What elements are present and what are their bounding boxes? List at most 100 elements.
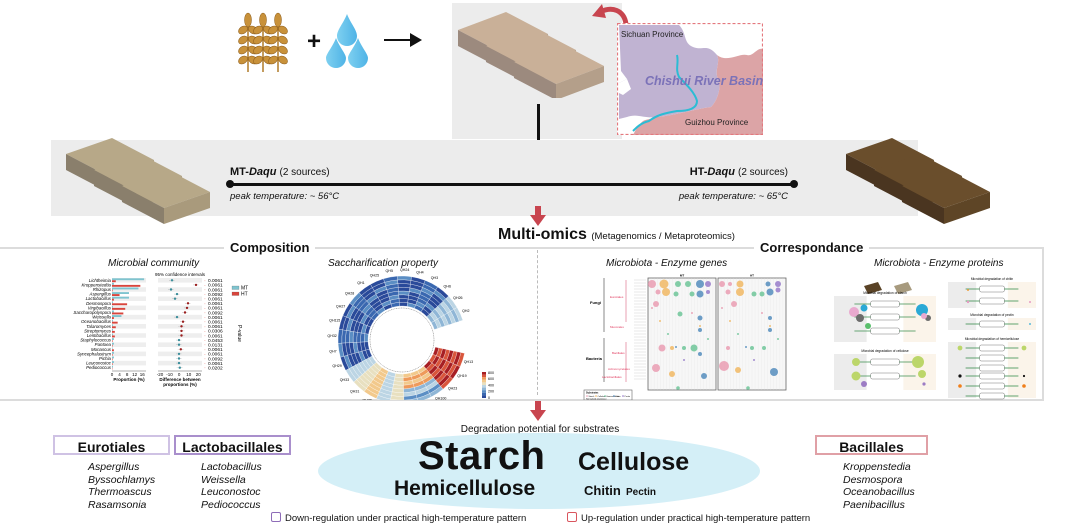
bar-ht [112, 289, 113, 292]
map-label-sichuan: Sichuan Province [621, 30, 684, 39]
sig-mark: ** [204, 299, 206, 301]
sample-label: QH115 [329, 319, 340, 323]
colorbar-tick: 600 [488, 377, 494, 381]
enzyme-box [870, 327, 900, 335]
ht-region [1007, 318, 1036, 330]
bar-mt [112, 282, 114, 285]
sample-label: QH19 [457, 374, 466, 378]
genus-list-bacillales: Kroppenstedia Desmospora Oceanobacillus … [843, 461, 915, 511]
taxon-node [918, 370, 926, 378]
tick-left: 16 [140, 372, 146, 377]
mt-peak-temperature: peak temperature: ~ 56°C [230, 191, 340, 202]
bubble [775, 287, 781, 293]
subpanel-title: Microbial degradation of hemicellulose [965, 337, 1019, 341]
bar-mt [112, 361, 114, 363]
ht-sources: (2 sources) [737, 167, 788, 178]
diff-point [175, 315, 179, 319]
pvalue-axis-label: P-value [236, 325, 242, 342]
taxon-node [849, 307, 859, 317]
diff-point [186, 302, 190, 305]
taxon-label: Talaromyces [86, 324, 112, 329]
bubble [683, 359, 685, 361]
taxon-node [957, 345, 963, 351]
enzyme-genes-title: Microbiota - Enzyme genes [606, 258, 728, 269]
tick-right: 0 [178, 372, 181, 377]
taxon-box-bacillales: Bacillales [815, 435, 928, 455]
genus-item: Lactobacillus [201, 461, 262, 473]
ht-daqu-thumb [864, 282, 882, 294]
correspondance-title: Correspondance [754, 240, 870, 255]
row-band [112, 278, 146, 283]
diff-point [170, 279, 174, 282]
colorbar-tick: 400 [488, 383, 494, 387]
bubble [705, 281, 711, 287]
diff-point [181, 320, 185, 323]
legend-swatch-mt [231, 285, 240, 290]
diff-point [177, 357, 181, 360]
bubble [762, 346, 766, 350]
taxon-node [1022, 374, 1026, 378]
sig-mark: ** [204, 322, 206, 324]
row-band [158, 278, 202, 283]
plus-sign: + [307, 28, 322, 55]
bubble [690, 344, 698, 352]
sample-label: QH23 [448, 386, 457, 390]
p-value: 0.0061 [208, 306, 223, 312]
taxon-node [1029, 301, 1031, 303]
sig-mark: ** [204, 290, 206, 292]
composition-title: Composition [224, 240, 316, 255]
taxon-label: Leuconostoc [86, 361, 112, 366]
bubble [769, 325, 771, 327]
enzyme-box [870, 313, 900, 321]
heatmap-cell [394, 373, 404, 378]
sig-mark: ** [204, 336, 206, 338]
sig-mark: ** [204, 354, 206, 356]
p-value: 0.0306 [208, 329, 223, 335]
map-label-basin: Chishui River Basin [645, 74, 763, 88]
bubble [777, 338, 779, 340]
colorbar-cell [482, 385, 486, 388]
bubble [751, 291, 757, 297]
bar-ht [112, 349, 114, 352]
bar-ht [112, 363, 113, 365]
sample-label: QH7 [329, 349, 336, 353]
legend-down-regulation: Down-regulation under practical high-tem… [271, 512, 526, 524]
xlabel-right-2: proportions (%) [163, 382, 197, 387]
bubble [746, 386, 750, 390]
p-value: 0.0061 [208, 347, 223, 353]
colorbar-tick: 200 [488, 390, 494, 394]
taxon-node [1021, 345, 1027, 351]
taxon-label: Monascus [91, 347, 112, 352]
sig-mark: ** [204, 327, 206, 329]
subpanel-title: Microbial degradation of cellulose [861, 349, 909, 353]
row-band [112, 360, 146, 366]
row-band [112, 342, 146, 347]
taxon-node [852, 358, 860, 366]
taxon-node [966, 300, 970, 304]
bubble [768, 328, 772, 332]
bubble [691, 312, 693, 314]
row-band [158, 305, 202, 311]
bubble [655, 289, 661, 295]
p-value: 0.0061 [208, 352, 223, 358]
bubble [697, 315, 703, 321]
bar-mt [112, 342, 114, 345]
right-arrow-icon [384, 33, 422, 47]
bar-ht [112, 298, 114, 301]
legend-substrate: Chitin [616, 395, 621, 398]
enzyme-box [870, 300, 900, 308]
bubble [659, 320, 661, 322]
heatmap-cell [397, 275, 412, 281]
bubble [706, 290, 710, 294]
taxon-label: Desmospora [86, 301, 111, 306]
down-arrow-icon-2 [530, 401, 546, 421]
bar-ht [112, 303, 128, 306]
genus-list-lactobacillales: Lactobacillus Weissella Leuconostoc Pedi… [201, 461, 262, 511]
saccharification-heatmap: QH2QH26QH6QH3QH4QH24QH5QH25QH1QH28QH27QH… [327, 268, 494, 400]
enzyme-box [979, 382, 1005, 390]
p-value: 0.0061 [208, 315, 223, 321]
bar-mt [112, 292, 129, 294]
heatmap-cell [398, 294, 409, 300]
taxon-label: Rhizopus [93, 287, 112, 292]
sig-mark: ** [204, 281, 206, 283]
